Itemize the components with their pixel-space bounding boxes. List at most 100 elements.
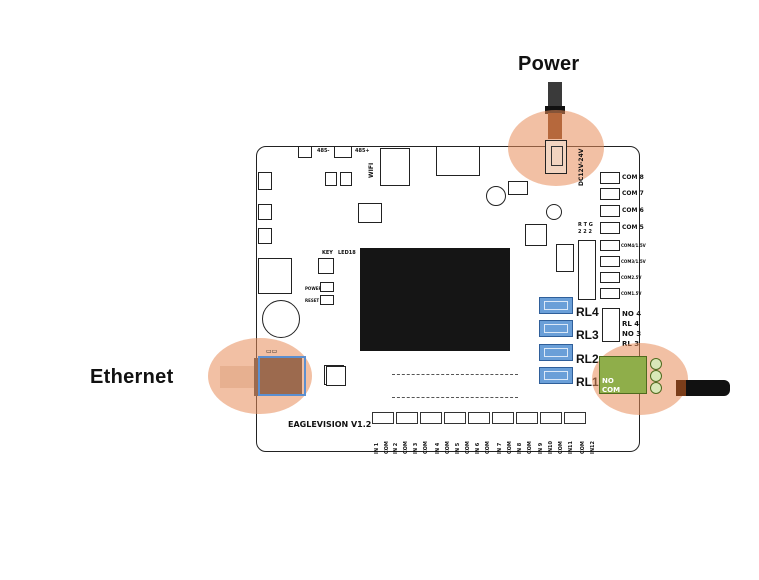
input-label: COM [445, 441, 451, 454]
power-callout-label: Power [518, 53, 580, 75]
input-label: COM [580, 441, 586, 454]
input-label: IN12 [590, 440, 596, 454]
power-rating-label: DC12V-24V [578, 148, 585, 186]
rs485-plus-label: 485+ [355, 148, 370, 154]
input-label: COM [465, 441, 471, 454]
input-terminals [372, 412, 600, 432]
relay-io-rl4: RL 4 [622, 320, 640, 328]
input-label: IN 1 [374, 442, 380, 454]
input-label: COM [423, 441, 429, 454]
input-label: COM [527, 441, 533, 454]
input-led-row [392, 374, 518, 398]
ethernet-ic [326, 366, 346, 386]
input-label: IN 2 [393, 442, 399, 454]
relay-3 [539, 320, 573, 337]
connector-no-label: NO [602, 377, 614, 385]
input-label: IN 4 [435, 442, 441, 454]
wifi-module [380, 148, 410, 186]
com-1-label: COM1.5V [621, 291, 642, 296]
com-port-2 [600, 272, 620, 283]
relay-2 [539, 344, 573, 361]
relay-4 [539, 297, 573, 314]
input-label: IN 3 [413, 442, 419, 454]
left-connector-b [258, 204, 272, 220]
ethernet-leds-label: ▭▭ [266, 348, 278, 355]
sim-slot [436, 146, 480, 176]
input-label: COM [558, 441, 564, 454]
input-label: IN 7 [497, 442, 503, 454]
ic-small [525, 224, 547, 246]
com-3-label: COM3/1.5V [621, 259, 646, 264]
leds-label: LED18 [338, 250, 356, 256]
ethernet-cable-body [254, 358, 302, 396]
ic-small [358, 203, 382, 223]
com-4-label: COM4/1.5V [621, 243, 646, 248]
terminal-screw [650, 382, 662, 394]
wifi-label: WIFI [368, 162, 375, 178]
input-label: COM [403, 441, 409, 454]
left-connector-c [258, 228, 272, 244]
relay-1 [539, 367, 573, 384]
com-port-8 [600, 172, 620, 184]
battery-holder [262, 300, 300, 338]
terminal-screw [650, 370, 662, 382]
port-column [578, 240, 596, 300]
rs485-minus-label: 485- [317, 148, 330, 154]
relay-io-no4: NO 4 [622, 310, 642, 318]
input-label: IN10 [548, 440, 554, 454]
rtc-bottom-label: 2 2 2 [578, 229, 592, 235]
com-port-4 [600, 240, 620, 251]
reset-switch [320, 295, 334, 305]
com-port-5 [600, 222, 620, 234]
left-connector-a [258, 172, 272, 190]
sd-card-slot [258, 258, 292, 294]
com-port-1 [600, 288, 620, 299]
key-label: KEY [322, 250, 333, 256]
capacitor [340, 172, 352, 186]
rs485-connector [298, 146, 312, 158]
regulator [508, 181, 528, 195]
input-label: IN 8 [517, 442, 523, 454]
com-port-7 [600, 188, 620, 200]
port-column [556, 244, 574, 272]
buzzer [486, 186, 506, 206]
com-7-label: COM 7 [622, 190, 644, 197]
main-processor [360, 248, 510, 351]
relay-io-no3: NO 3 [622, 330, 642, 338]
com-port-6 [600, 205, 620, 217]
relay-2-label: RL2 [576, 352, 599, 366]
ethernet-port [258, 356, 306, 396]
input-label: IN 9 [538, 442, 544, 454]
com-2-label: COM2.5V [621, 275, 642, 280]
relay-cable [686, 380, 730, 396]
input-label: COM [485, 441, 491, 454]
input-label: IN 5 [455, 442, 461, 454]
reset-switch-label: RESET [305, 298, 320, 303]
capacitor [325, 172, 337, 186]
relay-4-label: RL4 [576, 305, 599, 319]
power-plug [548, 82, 562, 108]
terminal-screw [650, 358, 662, 370]
ethernet-callout-label: Ethernet [90, 366, 174, 388]
key-button [318, 258, 334, 274]
input-label: COM [507, 441, 513, 454]
com-6-label: COM 6 [622, 207, 644, 214]
connector-com-label: COM [602, 386, 621, 394]
electrolytic-capacitor [546, 204, 562, 220]
power-jack-pin [551, 146, 563, 166]
board-model-label: EAGLEVISION V1.2 [288, 420, 372, 429]
green-terminal-block [599, 356, 647, 394]
com-8-label: COM 8 [622, 174, 644, 181]
input-label: IN 6 [475, 442, 481, 454]
rs485-terminal [334, 146, 352, 158]
relay-terminal-block [602, 308, 620, 342]
ethernet-cable [220, 366, 260, 388]
input-label: COM [384, 441, 390, 454]
input-label: IN11 [568, 440, 574, 454]
relay-cable-sleeve [676, 380, 688, 396]
power-switch-label: POWER [305, 286, 322, 291]
relay-3-label: RL3 [576, 328, 599, 342]
power-switch [320, 282, 334, 292]
rtc-top-label: R T G [578, 222, 593, 228]
com-port-3 [600, 256, 620, 267]
